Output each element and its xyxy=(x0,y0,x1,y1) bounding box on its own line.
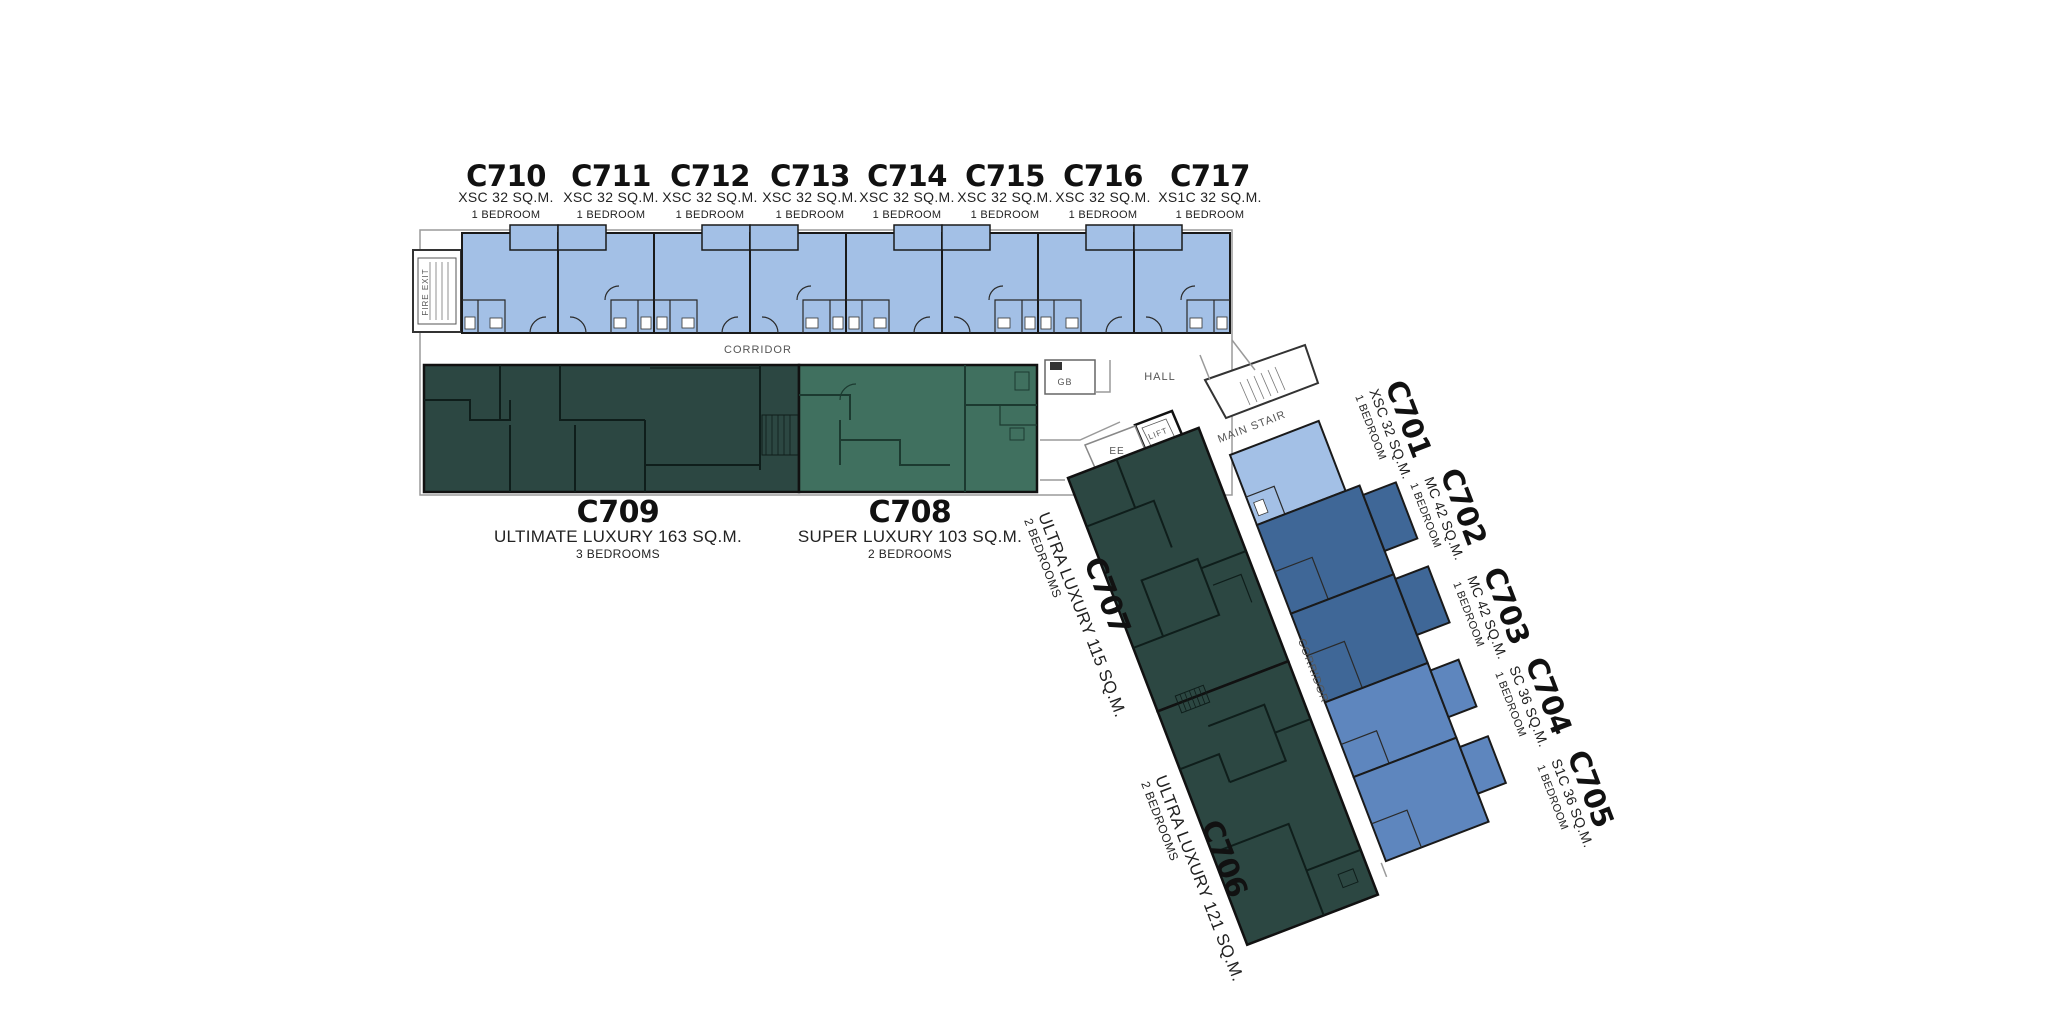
unit-type: SUPER LUXURY 103 SQ.M. xyxy=(798,527,1022,546)
unit-code: C717 xyxy=(1170,159,1250,193)
unit-type: XSC 32 SQ.M. xyxy=(762,189,857,205)
top-wing: FIRE EXIT xyxy=(412,224,1233,496)
gb-label: GB xyxy=(1057,377,1072,387)
hall-label: HALL xyxy=(1144,371,1176,383)
lower-wing: GB HALL xyxy=(422,359,1176,494)
unit-c702[interactable] xyxy=(1255,473,1426,616)
unit-type: XSC 32 SQ.M. xyxy=(662,189,757,205)
fire-exit-stair[interactable]: FIRE EXIT xyxy=(412,249,462,333)
unit-c703[interactable] xyxy=(1289,562,1460,704)
unit-bedrooms: 1 BEDROOM xyxy=(1176,209,1245,221)
unit-c716[interactable] xyxy=(1037,224,1135,334)
unit-code: C710 xyxy=(466,159,546,193)
internal-stair-icon xyxy=(1174,684,1211,714)
corridor-label-top: CORRIDOR xyxy=(724,344,792,356)
garbage-room[interactable]: GB xyxy=(1044,359,1096,395)
unit-code: C709 xyxy=(577,495,660,530)
unit-code: C711 xyxy=(571,159,651,193)
unit-bedrooms: 1 BEDROOM xyxy=(873,209,942,221)
unit-c708[interactable] xyxy=(797,363,1039,494)
unit-c705[interactable] xyxy=(1352,727,1517,863)
unit-type: XSC 32 SQ.M. xyxy=(1055,189,1150,205)
unit-bedrooms: 1 BEDROOM xyxy=(577,209,646,221)
unit-c709[interactable] xyxy=(422,363,801,494)
unit-code: C716 xyxy=(1063,159,1143,193)
unit-type: XSC 32 SQ.M. xyxy=(957,189,1052,205)
unit-c704[interactable] xyxy=(1323,652,1484,779)
unit-bedrooms: 1 BEDROOM xyxy=(776,209,845,221)
unit-code: C715 xyxy=(965,159,1045,193)
unit-code: C714 xyxy=(867,159,947,193)
unit-code: C713 xyxy=(770,159,850,193)
unit-type: ULTIMATE LUXURY 163 SQ.M. xyxy=(494,527,742,546)
unit-code: C712 xyxy=(670,159,750,193)
unit-c715[interactable] xyxy=(941,224,1039,334)
unit-type: XSC 32 SQ.M. xyxy=(458,189,553,205)
unit-c711[interactable] xyxy=(557,224,655,334)
ee-label: EE xyxy=(1109,446,1124,457)
unit-code: C708 xyxy=(869,495,952,530)
unit-c710[interactable] xyxy=(461,224,559,334)
unit-type: XSC 32 SQ.M. xyxy=(563,189,658,205)
unit-type: XSC 32 SQ.M. xyxy=(859,189,954,205)
right-angled-wing xyxy=(1228,419,1517,878)
unit-bedrooms: 2 BEDROOMS xyxy=(868,547,952,561)
unit-bedrooms: 1 BEDROOM xyxy=(971,209,1040,221)
unit-bedrooms: 1 BEDROOM xyxy=(676,209,745,221)
top-unit-labels: C710 XSC 32 SQ.M. 1 BEDROOM C711 XSC 32 … xyxy=(458,159,1261,221)
unit-bedrooms: 3 BEDROOMS xyxy=(576,547,660,561)
unit-bedrooms: 1 BEDROOM xyxy=(472,209,541,221)
unit-bedrooms: 1 BEDROOM xyxy=(1069,209,1138,221)
unit-c713[interactable] xyxy=(749,224,847,334)
unit-c706[interactable] xyxy=(1155,654,1380,947)
unit-c717[interactable] xyxy=(1133,224,1231,334)
large-unit-labels: C709 ULTIMATE LUXURY 163 SQ.M. 3 BEDROOM… xyxy=(494,495,1022,561)
fire-exit-label: FIRE EXIT xyxy=(421,268,430,315)
left-angled-wing xyxy=(1066,426,1380,947)
unit-c712[interactable] xyxy=(653,224,751,334)
unit-type: XS1C 32 SQ.M. xyxy=(1158,189,1262,205)
unit-c714[interactable] xyxy=(845,224,943,334)
